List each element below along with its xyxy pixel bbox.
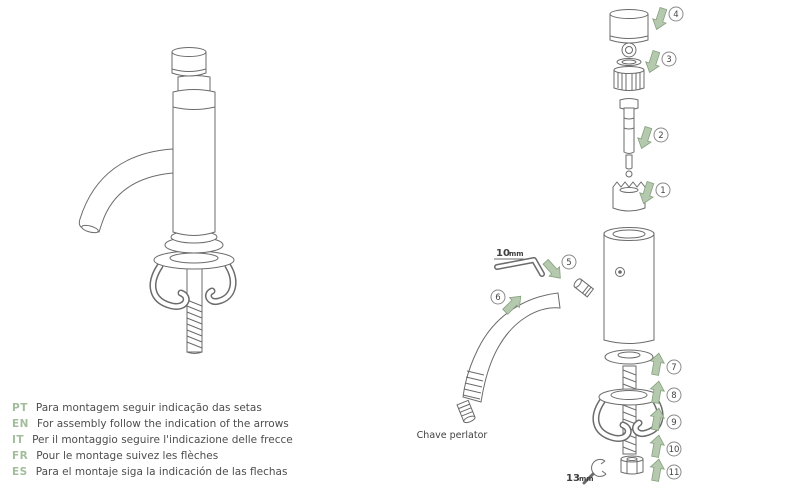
step-marker-9: 9 [666,414,682,430]
instruction-line-fr: FR Pour le montage suivez les flèches [12,448,293,464]
faucet-spout [78,148,174,234]
step-arrow-4 [649,5,671,33]
step-marker-11: 11 [666,464,682,480]
assembled-faucet-drawing [78,47,237,354]
svg-text:4: 4 [673,10,678,20]
svg-text:6: 6 [495,293,500,303]
instruction-line-es: ES Para el montaje siga la indicación de … [12,464,293,480]
step-marker-10: 10 [666,441,682,457]
lang-code-it: IT [12,434,25,446]
exploded-stem [619,98,639,178]
svg-text:7: 7 [671,363,676,373]
faucet-body [172,89,216,236]
lang-code-fr: FR [12,450,29,462]
svg-text:10: 10 [669,445,680,455]
instruction-line-en: EN For assembly follow the indication of … [12,416,293,432]
step-marker-4: 4 [668,6,684,22]
instruction-text-en: For assembly follow the indication of th… [36,418,289,430]
exploded-spline-ring [612,181,646,212]
lang-code-es: ES [12,466,28,478]
perlator-tool-label: Chave perlator [417,430,488,441]
lang-code-en: EN [12,418,29,430]
allen-key-icon [494,257,545,277]
instruction-text-it: Per il montaggio seguire l'indicazione d… [32,434,293,446]
instruction-text-fr: Pour le montage suivez les flèches [36,450,219,462]
step-marker-6: 6 [490,289,506,305]
step-arrow-10 [647,433,667,459]
svg-text:11: 11 [669,468,680,478]
exploded-spout [462,292,561,403]
exploded-cartridge [613,66,645,91]
instruction-text-es: Para el montaje siga la indicación de la… [35,466,288,478]
faucet-handle [171,47,207,77]
svg-text:2: 2 [658,131,663,141]
step-arrow-11 [647,457,667,483]
allen-key-size-label: 10 mm [494,248,524,260]
step-marker-1: 1 [655,182,671,198]
step-marker-5: 5 [561,254,577,270]
exploded-nut [620,455,644,475]
svg-text:13: 13 [566,473,580,484]
svg-text:10: 10 [496,248,510,259]
step-marker-3: 3 [661,51,677,67]
perlator-piece [456,399,476,424]
instruction-text-pt: Para montagem seguir indicação das setas [35,402,262,414]
exploded-flange-ring [604,349,654,365]
step-marker-2: 2 [653,127,669,143]
step-arrow-2 [634,124,656,152]
instruction-line-pt: PT Para montagem seguir indicação das set… [12,400,293,416]
exploded-view-drawing: 10 mm 13 mm Chave perlator [417,9,664,485]
set-screw [573,278,595,298]
exploded-handle [609,9,649,44]
exploded-threaded-rod [622,365,637,455]
step-markers: 4 3 2 1 5 6 7 8 9 10 11 [490,5,684,483]
svg-text:8: 8 [671,391,676,401]
svg-text:3: 3 [666,55,671,65]
step-marker-8: 8 [666,387,682,403]
faucet-threaded-rod [186,261,203,354]
svg-text:9: 9 [671,418,676,428]
instruction-line-it: IT Per il montaggio seguire l'indicazione… [12,432,293,448]
step-marker-7: 7 [666,359,682,375]
lang-code-pt: PT [12,402,28,414]
svg-text:mm: mm [579,475,594,483]
svg-text:1: 1 [660,186,665,196]
wrench-13mm-icon [582,458,607,485]
wrench-size-label: 13 mm [566,473,594,484]
assembly-instructions: PT Para montagem seguir indicação das set… [12,400,293,480]
step-arrow-3 [642,48,664,76]
svg-text:mm: mm [509,250,524,258]
exploded-cartridge-cap [616,42,642,66]
exploded-body [603,227,655,344]
faucet-mounting-bracket [149,250,237,310]
faucet-neck [177,75,211,93]
svg-text:5: 5 [566,258,571,268]
